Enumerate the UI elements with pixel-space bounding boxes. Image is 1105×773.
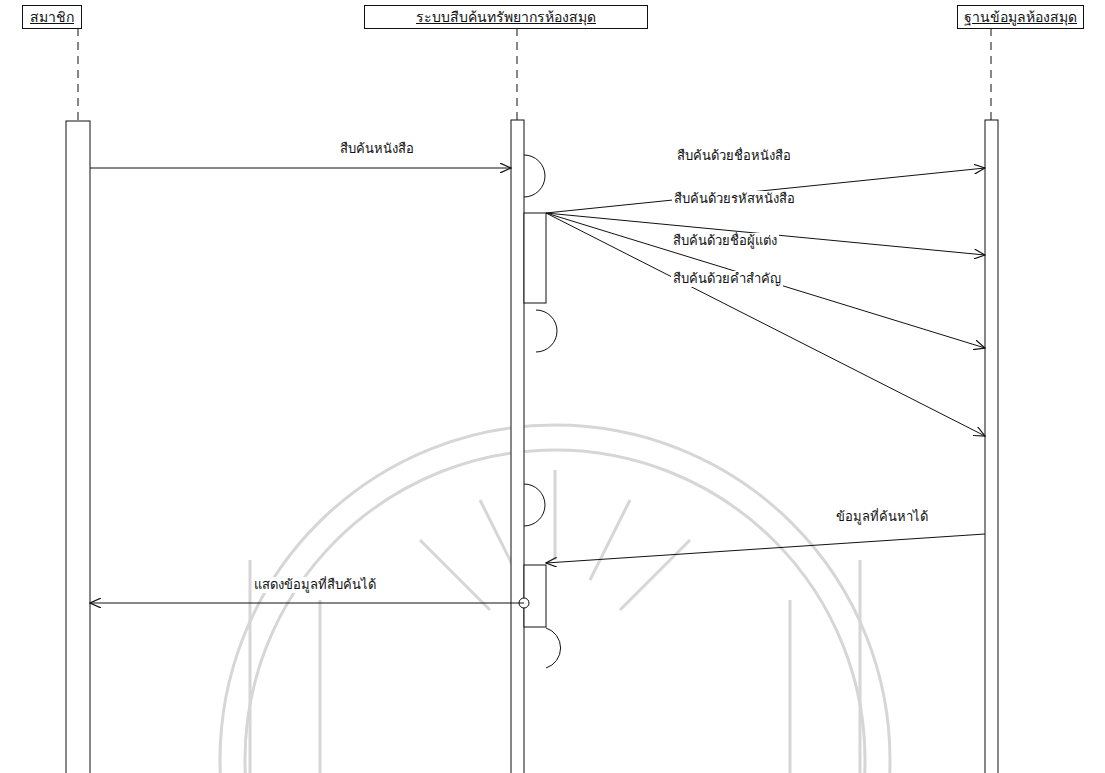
activation-bar xyxy=(66,121,90,773)
lifeline xyxy=(78,28,79,121)
activation-bar xyxy=(524,565,546,627)
lifeline xyxy=(517,28,518,120)
lifeline-box: ระบบสืบค้นทรัพยากรห้องสมุด xyxy=(364,5,648,29)
message-arrow xyxy=(90,168,511,169)
self-loop xyxy=(524,155,545,197)
message-label: สืบค้นด้วยชื่อผู้แต่ง xyxy=(671,233,779,249)
self-loop xyxy=(536,310,557,352)
lifeline-box: ฐานข้อมูลห้องสมุด xyxy=(957,5,1084,29)
lifelines xyxy=(78,28,991,121)
message-arrow xyxy=(546,213,985,255)
activation-bar xyxy=(511,120,524,773)
message-arrow xyxy=(90,603,524,604)
message-label: แสดงข้อมูลที่สืบค้นได้ xyxy=(252,577,378,593)
activation-bars xyxy=(66,120,998,773)
message-label: สืบค้นหนังสือ xyxy=(338,141,416,157)
message-label: สืบค้นด้วยชื่อหนังสือ xyxy=(675,148,793,164)
lifeline-name: ระบบสืบค้นทรัพยากรห้องสมุด xyxy=(371,8,641,26)
lifeline-name: สมาชิก xyxy=(29,8,75,26)
self-loop xyxy=(546,628,561,668)
watermark xyxy=(220,425,890,773)
message-label: สืบค้นด้วยรหัสหนังสือ xyxy=(672,191,797,207)
message-arrow xyxy=(546,213,985,436)
message-arrow xyxy=(546,168,985,213)
message-label: ข้อมูลที่ค้นหาได้ xyxy=(834,509,930,525)
self-loop xyxy=(524,484,545,526)
connectors xyxy=(90,168,985,603)
message-arrow xyxy=(546,534,985,563)
message-arrow xyxy=(546,213,985,348)
lifeline xyxy=(991,28,992,120)
self-loops xyxy=(519,155,561,668)
message-label: สืบค้นด้วยคำสำคัญ xyxy=(671,271,783,287)
activation-bar xyxy=(524,213,546,303)
lifeline-box: สมาชิก xyxy=(22,5,82,29)
activation-bar xyxy=(985,120,998,773)
lifeline-name: ฐานข้อมูลห้องสมุด xyxy=(964,8,1077,26)
